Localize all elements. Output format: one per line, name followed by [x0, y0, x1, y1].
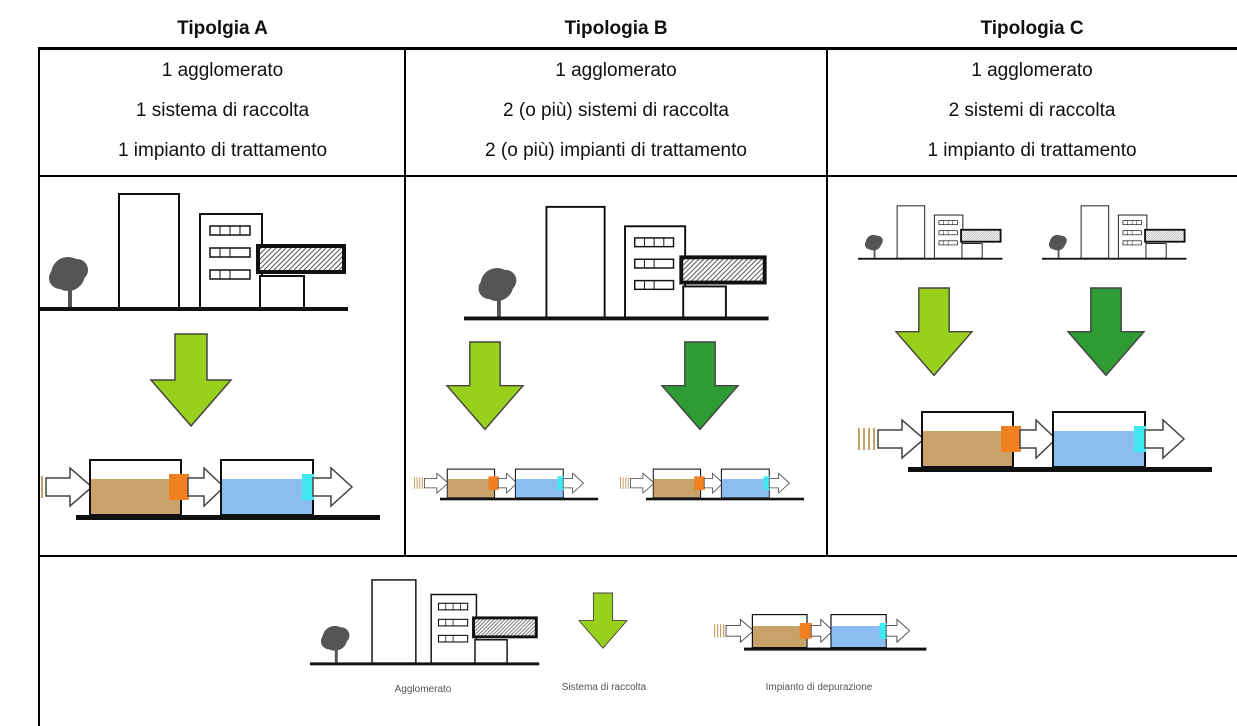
legend-agglomerato-icon	[308, 578, 541, 667]
column-c-description: 1 agglomerato 2 sistemi di raccolta 1 im…	[827, 50, 1237, 175]
row-divider-text	[38, 175, 1237, 177]
sistema-raccolta-arrow-light-icon	[895, 287, 973, 377]
column-a-description: 1 agglomerato 1 sistema di raccolta 1 im…	[40, 50, 405, 175]
impianto-depurazione-icon	[40, 459, 381, 521]
column-c-line-1: 1 agglomerato	[971, 60, 1093, 81]
column-c-line-2: 2 sistemi di raccolta	[948, 100, 1116, 121]
header-tipologia-a: Tipolgia A	[177, 18, 268, 39]
agglomerato-icon	[462, 204, 771, 323]
column-divider-ab	[404, 48, 406, 556]
column-a-line-3: 1 impianto di trattamento	[117, 140, 328, 161]
header-tipologia-c: Tipologia C	[980, 18, 1084, 39]
column-a-line-2: 1 sistema di raccolta	[135, 100, 310, 121]
column-b-line-3: 2 (o più) impianti di trattamento	[485, 140, 747, 161]
column-b-line-1: 1 agglomerato	[555, 60, 677, 81]
legend-agglomerato-label: Agglomerato	[395, 684, 452, 695]
column-divider-bc	[826, 48, 828, 556]
legend-impianto-depurazione-icon	[713, 613, 928, 652]
row-divider-images	[38, 555, 1237, 557]
impianto-depurazione-small-2-icon	[619, 468, 805, 501]
column-b-line-2: 2 (o più) sistemi di raccolta	[503, 100, 729, 121]
impianto-depurazione-small-1-icon	[413, 468, 599, 501]
tipologia-b-illustration	[413, 204, 805, 501]
legend-sistema-raccolta-icon	[578, 592, 628, 649]
sistema-raccolta-arrow-light-icon	[150, 333, 232, 427]
tipologia-a-illustration	[40, 192, 381, 521]
agglomerato-small-2-icon	[1041, 204, 1188, 261]
agglomerato-small-1-icon	[857, 204, 1004, 261]
column-a-line-1: 1 agglomerato	[161, 60, 284, 81]
header-tipologia-b: Tipologia B	[564, 18, 668, 39]
sistema-raccolta-arrow-dark-icon	[1067, 287, 1145, 377]
sistema-raccolta-arrow-light-icon	[446, 341, 524, 431]
column-b-description: 1 agglomerato 2 (o più) sistemi di racco…	[405, 50, 827, 175]
legend-sistema-label: Sistema di raccolta	[562, 682, 647, 693]
table-left-border	[38, 48, 40, 726]
legend: Agglomerato Sistema di raccolta Impianto…	[308, 578, 928, 695]
tipologia-c-illustration	[857, 204, 1213, 473]
agglomerato-icon	[40, 192, 350, 313]
column-c-line-3: 1 impianto di trattamento	[927, 140, 1137, 161]
legend-impianto-label: Impianto di depurazione	[766, 682, 873, 693]
sistema-raccolta-arrow-dark-icon	[661, 341, 739, 431]
table-top-rule	[38, 47, 1237, 50]
impianto-depurazione-icon	[857, 411, 1213, 473]
